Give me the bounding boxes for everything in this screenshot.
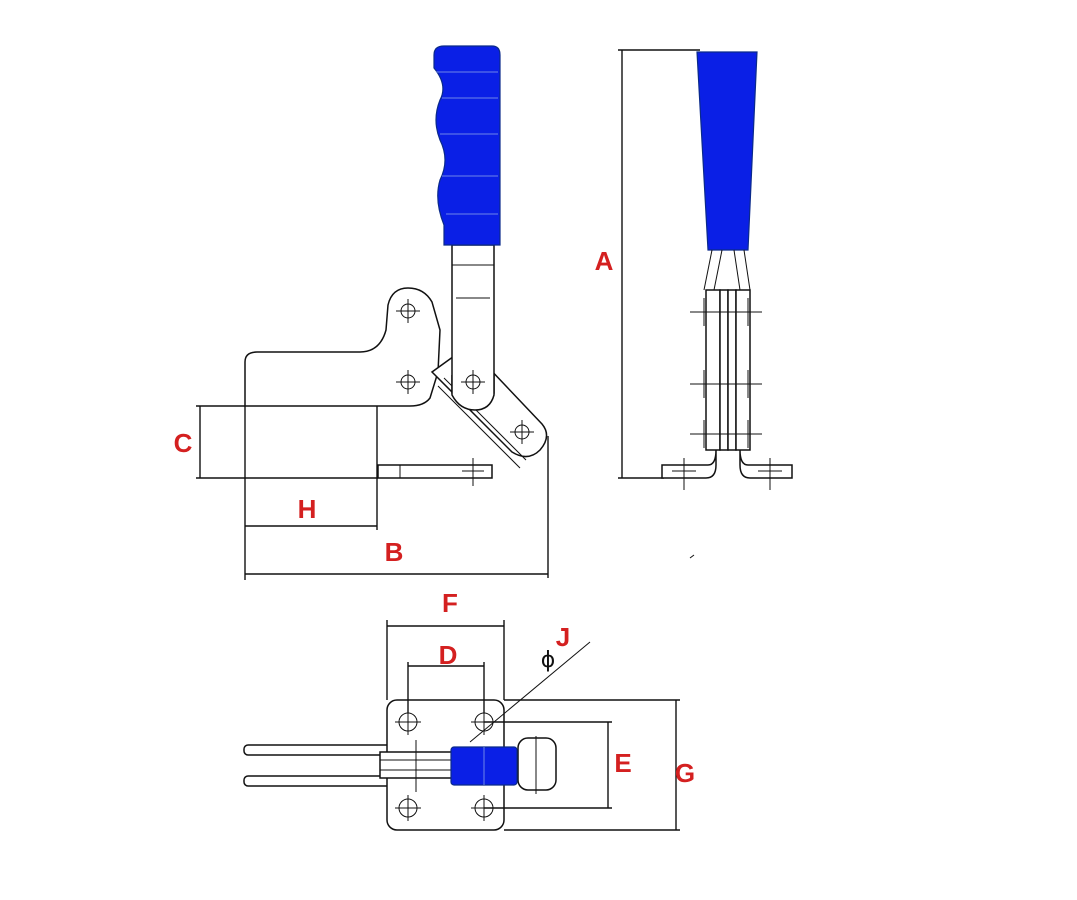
front-foot-right [739, 449, 793, 479]
pivot-hole-icon [510, 420, 534, 444]
mounting-hole-icon [395, 795, 421, 821]
top-view [243, 620, 680, 831]
front-view [618, 49, 793, 559]
top-arm-upper [243, 744, 395, 756]
label-e: E [614, 748, 631, 778]
front-plate [735, 289, 751, 451]
handle-grip-side [433, 45, 501, 246]
front-plate [727, 289, 737, 451]
pivot-hole-icon [396, 299, 420, 323]
side-base-plate [377, 464, 493, 479]
label-f: F [442, 588, 458, 618]
label-j: J [556, 622, 570, 652]
shaft-prong [743, 249, 751, 291]
label-c: C [174, 428, 193, 458]
label-b: B [385, 537, 404, 567]
diameter-symbol: ɸ [541, 648, 556, 673]
front-plate [719, 289, 729, 451]
pivot-hole-icon [396, 370, 420, 394]
front-foot-left [661, 449, 717, 479]
base-hole-icon [758, 458, 782, 490]
handle-grip-front [696, 51, 758, 251]
base-hole-icon [672, 458, 696, 490]
top-arm-lower [243, 775, 395, 787]
label-g: G [675, 758, 695, 788]
label-d: D [439, 640, 458, 670]
top-link-end [517, 737, 557, 791]
pin-crosshair-icon [690, 370, 762, 398]
clamp-arm [244, 287, 441, 407]
stray-mark [689, 554, 695, 559]
pivot-hole-icon [461, 370, 485, 394]
pin-crosshair-icon [415, 736, 537, 794]
dim-j-leader [469, 641, 591, 743]
base-hole-icon [462, 458, 484, 486]
shaft-prong [733, 249, 741, 291]
side-view [196, 45, 549, 580]
pin-crosshair-icon [690, 420, 762, 448]
link-edge [437, 385, 521, 469]
dimension-labels: A B C D E F G H J ɸ [174, 246, 696, 788]
front-plate [705, 289, 721, 451]
pin-crosshair-icon [690, 298, 762, 326]
shaft-prong [713, 249, 723, 291]
label-a: A [595, 246, 614, 276]
shaft-prong [703, 249, 713, 291]
label-h: H [298, 494, 317, 524]
